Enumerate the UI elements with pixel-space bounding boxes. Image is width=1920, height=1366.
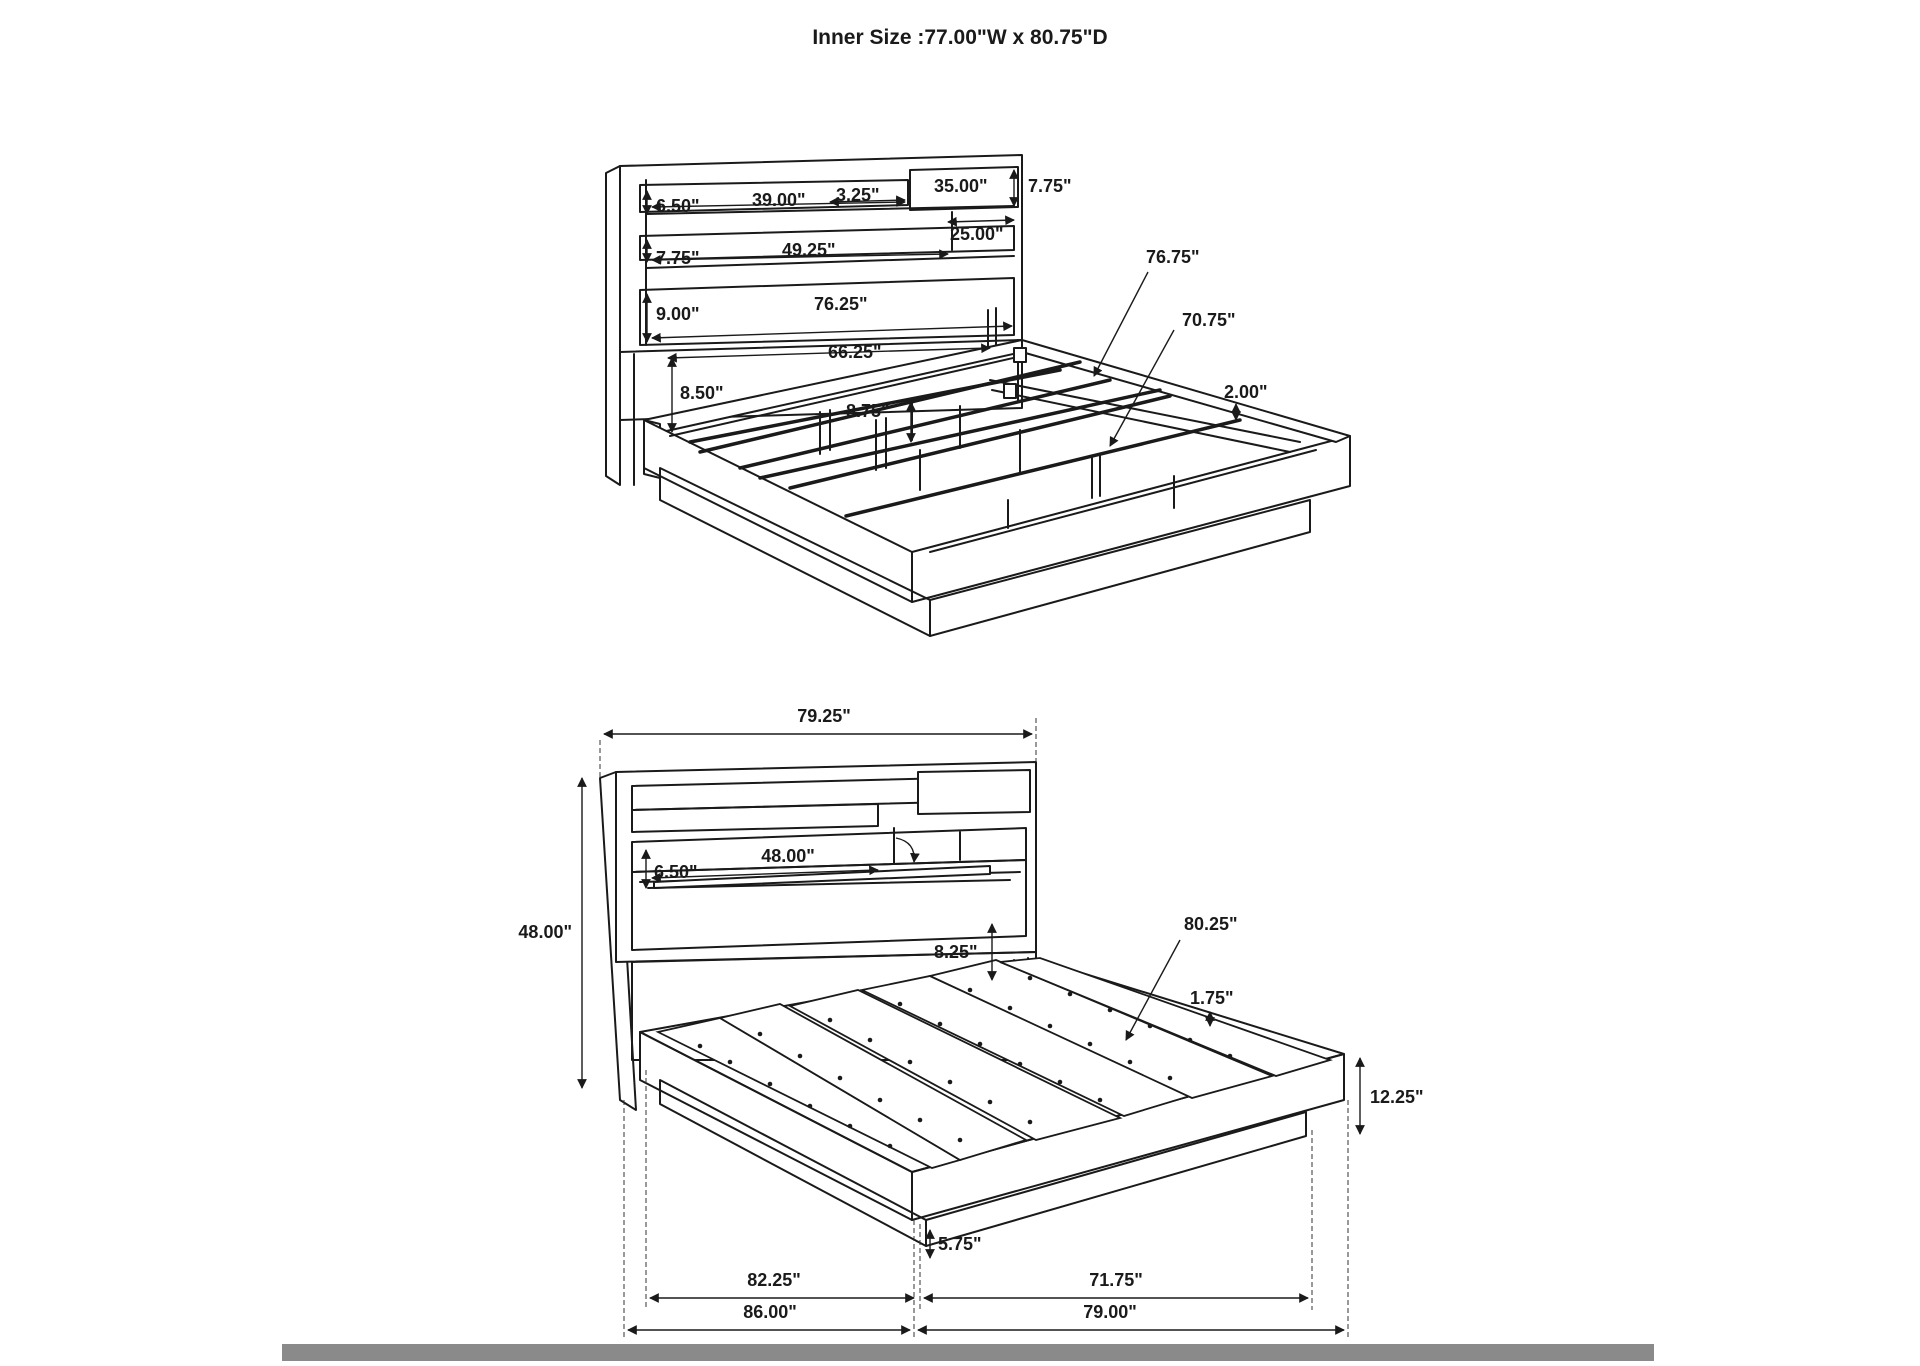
label-overall-height: 48.00" [518, 922, 572, 942]
label-side-rail-length: 76.75" [1146, 247, 1200, 267]
label-base-height: 5.75" [938, 1234, 982, 1254]
label-outer-width: 79.00" [1083, 1302, 1137, 1322]
label-overall-width: 79.25" [797, 706, 851, 726]
label-shelf-height-1: 6.50" [656, 196, 700, 216]
slat-bolt-holes [697, 975, 1233, 1149]
top-dimension-lines [642, 169, 1241, 447]
label-drawer-width: 35.00" [934, 176, 988, 196]
label-light-shelf-height: 6.50" [654, 862, 698, 882]
bottom-slats [655, 957, 1333, 1169]
label-rail-thickness: 2.00" [1224, 382, 1268, 402]
slat [927, 959, 1275, 1099]
slat [787, 989, 1123, 1141]
bottom-drawer [917, 769, 1031, 815]
label-slat-length: 70.75" [1182, 310, 1236, 330]
label-shelf-width-3: 76.25" [814, 294, 868, 314]
top-platform-footboard [911, 435, 1351, 603]
label-inner-depth: 82.25" [747, 1270, 801, 1290]
label-panel-width: 66.25" [828, 342, 882, 362]
slat [717, 1003, 1029, 1161]
label-shelf-width-1: 39.00" [752, 190, 806, 210]
label-shelf-width-2: 49.25" [782, 240, 836, 260]
label-slat-gap: 1.75" [1190, 988, 1234, 1008]
label-overall-depth: 86.00" [743, 1302, 797, 1322]
top-headboard-side [605, 165, 621, 486]
label-panel-height: 8.50" [680, 383, 724, 403]
label-bottom-panel-height: 8.25" [934, 942, 978, 962]
label-shelf-gap: 3.25" [836, 185, 880, 205]
label-leg-height: 8.75" [846, 401, 890, 421]
label-drawer-height: 7.75" [1028, 176, 1072, 196]
label-light-shelf-width: 48.00" [761, 846, 815, 866]
label-bottom-slat-length: 80.25" [1184, 914, 1238, 934]
top-drawer [909, 166, 1019, 211]
footer-bar [282, 1344, 1654, 1361]
label-inner-width: 71.75" [1089, 1270, 1143, 1290]
top-platform-front-left [643, 419, 913, 603]
bottom-dimension-lines [577, 718, 1365, 1340]
label-compartment-width: 25.00" [950, 224, 1004, 244]
label-shelf-height-3: 9.00" [656, 304, 700, 324]
label-platform-height: 12.25" [1370, 1087, 1424, 1107]
slat [999, 957, 1333, 1077]
label-shelf-height-2: 7.75" [656, 248, 700, 268]
page-title: Inner Size :77.00"W x 80.75"D [812, 26, 1107, 49]
